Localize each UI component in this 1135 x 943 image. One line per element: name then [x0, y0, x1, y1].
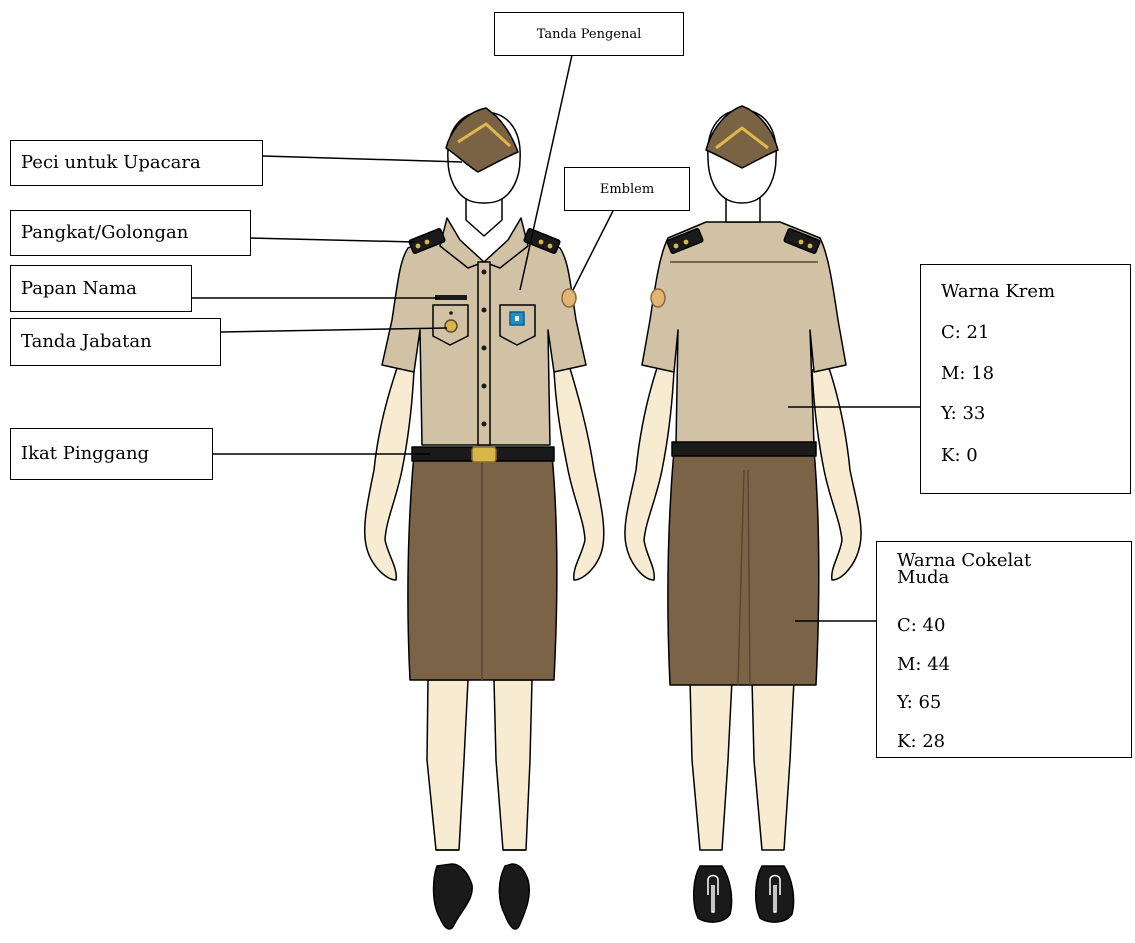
leader-peci	[262, 155, 463, 163]
front-right-leg	[493, 679, 533, 851]
label-ikat-pinggang: Ikat Pinggang	[10, 428, 213, 480]
krem-y: Y: 33	[941, 403, 986, 424]
cokelat-title-line2: Muda	[897, 567, 950, 588]
leader-tanda-jabatan	[220, 327, 448, 333]
color-spec-krem: Warna Krem C: 21 M: 18 Y: 33 K: 0	[920, 264, 1131, 494]
back-shoulder-emblem	[650, 288, 666, 308]
back-skirt	[667, 449, 820, 686]
back-right-leg	[751, 679, 795, 851]
front-cap	[445, 107, 519, 173]
cokelat-m: M: 44	[897, 654, 951, 675]
label-papan-nama: Papan Nama	[10, 265, 192, 312]
shoulder-emblem	[561, 288, 577, 308]
front-right-arm	[553, 364, 605, 581]
leader-tanda-pengenal	[519, 54, 573, 291]
back-belt	[671, 441, 817, 457]
back-figure	[624, 105, 862, 923]
label-tanda-jabatan: Tanda Jabatan	[10, 318, 221, 366]
cokelat-c: C: 40	[897, 615, 946, 636]
leader-emblem	[572, 206, 616, 291]
front-buckle	[471, 446, 497, 463]
back-left-leg	[689, 679, 733, 851]
cokelat-k: K: 28	[897, 731, 946, 752]
front-figure	[363, 107, 605, 930]
krem-m: M: 18	[941, 363, 995, 384]
front-left-arm	[363, 364, 415, 581]
cokelat-title-line1: Warna Cokelat	[897, 550, 1032, 571]
label-pangkat-golongan: Pangkat/Golongan	[10, 210, 251, 256]
krem-title: Warna Krem	[941, 281, 1056, 302]
front-left-leg	[426, 679, 469, 851]
color-spec-cokelat-muda: Warna Cokelat Muda C: 40 M: 44 Y: 65 K: …	[876, 541, 1132, 758]
front-right-shoe	[498, 863, 531, 930]
back-left-arm	[624, 364, 675, 581]
front-left-shoe	[432, 863, 473, 930]
krem-c: C: 21	[941, 322, 990, 343]
krem-k: K: 0	[941, 445, 978, 466]
back-cap	[705, 105, 779, 169]
name-tag	[435, 295, 467, 300]
label-emblem: Emblem	[564, 167, 690, 211]
cokelat-y: Y: 65	[897, 692, 942, 713]
back-right-arm	[811, 364, 862, 581]
position-badge	[444, 319, 458, 333]
label-tanda-pengenal: Tanda Pengenal	[494, 12, 684, 56]
leader-pangkat	[250, 237, 416, 243]
cokelat-title: Warna Cokelat Muda	[897, 550, 1097, 588]
label-peci-untuk-upacara: Peci untuk Upacara	[10, 140, 263, 186]
leader-lines	[192, 54, 920, 622]
